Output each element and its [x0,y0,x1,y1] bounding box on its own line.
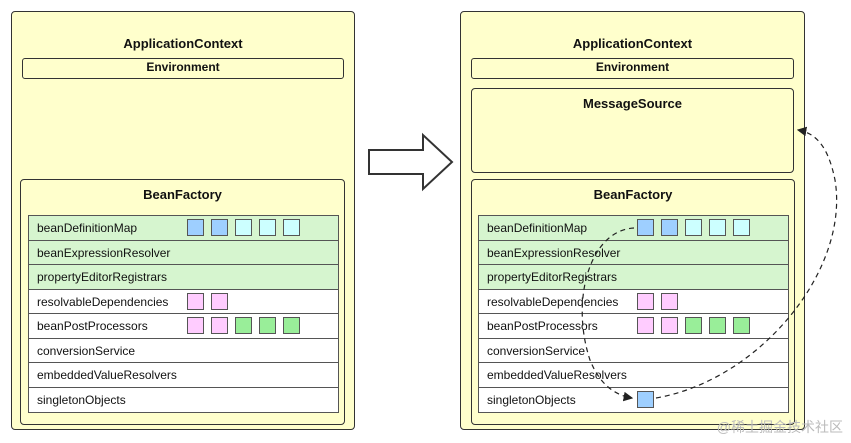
beanfactory-row: resolvableDependencies [479,290,788,314]
left-environment-bar: Environment [22,58,344,79]
bean-square [259,219,276,236]
right-beanfactory-rows: beanDefinitionMap beanExpressionResolver p… [478,215,789,413]
beanfactory-row-label: beanDefinitionMap [37,221,138,235]
beanfactory-row: beanPostProcessors [29,314,338,339]
beanfactory-row: singletonObjects [29,388,338,413]
bean-square [187,317,204,334]
right-environment-bar: Environment [471,58,794,79]
beanfactory-row-label: conversionService [487,343,586,358]
right-application-context-title: ApplicationContext [572,36,693,51]
beanfactory-row: beanDefinitionMap [479,216,788,241]
bean-square [235,219,252,236]
beanfactory-row: beanExpressionResolver [29,240,338,265]
transition-arrow-icon [368,132,454,192]
left-beanfactory-title: BeanFactory [143,187,222,202]
left-beanfactory-box: BeanFactory beanDefinitionMap beanExpress… [20,179,345,425]
beanfactory-row-label: beanExpressionResolver [37,245,171,260]
beanfactory-row: propertyEditorRegistrars [479,265,788,290]
beanfactory-row-label: propertyEditorRegistrars [487,270,618,284]
bean-square [709,317,726,334]
beanfactory-row-label: propertyEditorRegistrars [37,270,168,284]
beanfactory-row-label: beanExpressionResolver [487,245,621,260]
bean-square [637,317,654,334]
beanfactory-row: singletonObjects [479,388,788,413]
bean-square [211,317,228,334]
beanfactory-row-label: conversionService [37,343,136,358]
beanfactory-row-label: singletonObjects [37,392,126,407]
bean-square [661,219,678,236]
bean-square [733,219,750,236]
bean-square [685,317,702,334]
beanfactory-row-label: resolvableDependencies [487,294,619,309]
bean-square [733,317,750,334]
right-messagesource-box: MessageSource [471,88,794,173]
right-beanfactory-title: BeanFactory [593,187,673,202]
bean-square [661,317,678,334]
bean-square [661,292,678,310]
left-application-context-panel: ApplicationContext Environment BeanFacto… [11,11,355,430]
beanfactory-row-label: embeddedValueResolvers [487,368,627,382]
beanfactory-row: propertyEditorRegistrars [29,265,338,290]
bean-square [187,292,204,310]
bean-square [187,219,204,236]
watermark-text: @稀土掘金技术社区 [716,419,843,435]
beanfactory-row-label: resolvableDependencies [37,294,169,309]
bean-square [637,219,654,236]
beanfactory-row: resolvableDependencies [29,290,338,314]
bean-square [283,219,300,236]
beanfactory-row-label: beanPostProcessors [487,319,598,333]
bean-square [637,292,654,310]
beanfactory-row: embeddedValueResolvers [29,363,338,388]
bean-square [211,292,228,310]
beanfactory-row: conversionService [479,339,788,363]
bean-square [709,219,726,236]
left-beanfactory-rows: beanDefinitionMap beanExpressionResolver p… [28,215,339,413]
right-beanfactory-box: BeanFactory beanDefinitionMap beanExpress… [471,179,795,425]
bean-square [637,390,654,408]
bean-square [211,219,228,236]
beanfactory-row-label: beanDefinitionMap [487,221,588,235]
beanfactory-row: conversionService [29,339,338,363]
beanfactory-row: beanPostProcessors [479,314,788,339]
beanfactory-row-label: singletonObjects [487,392,576,407]
bean-square [685,219,702,236]
right-application-context-panel: ApplicationContext Environment MessageSo… [460,11,805,430]
beanfactory-row-label: beanPostProcessors [37,319,148,333]
right-messagesource-title: MessageSource [583,96,682,111]
beanfactory-row-label: embeddedValueResolvers [37,368,177,382]
bean-square [283,317,300,334]
left-application-context-title: ApplicationContext [123,36,243,51]
bean-square [259,317,276,334]
beanfactory-row: embeddedValueResolvers [479,363,788,388]
bean-square [235,317,252,334]
beanfactory-row: beanDefinitionMap [29,216,338,241]
beanfactory-row: beanExpressionResolver [479,240,788,265]
